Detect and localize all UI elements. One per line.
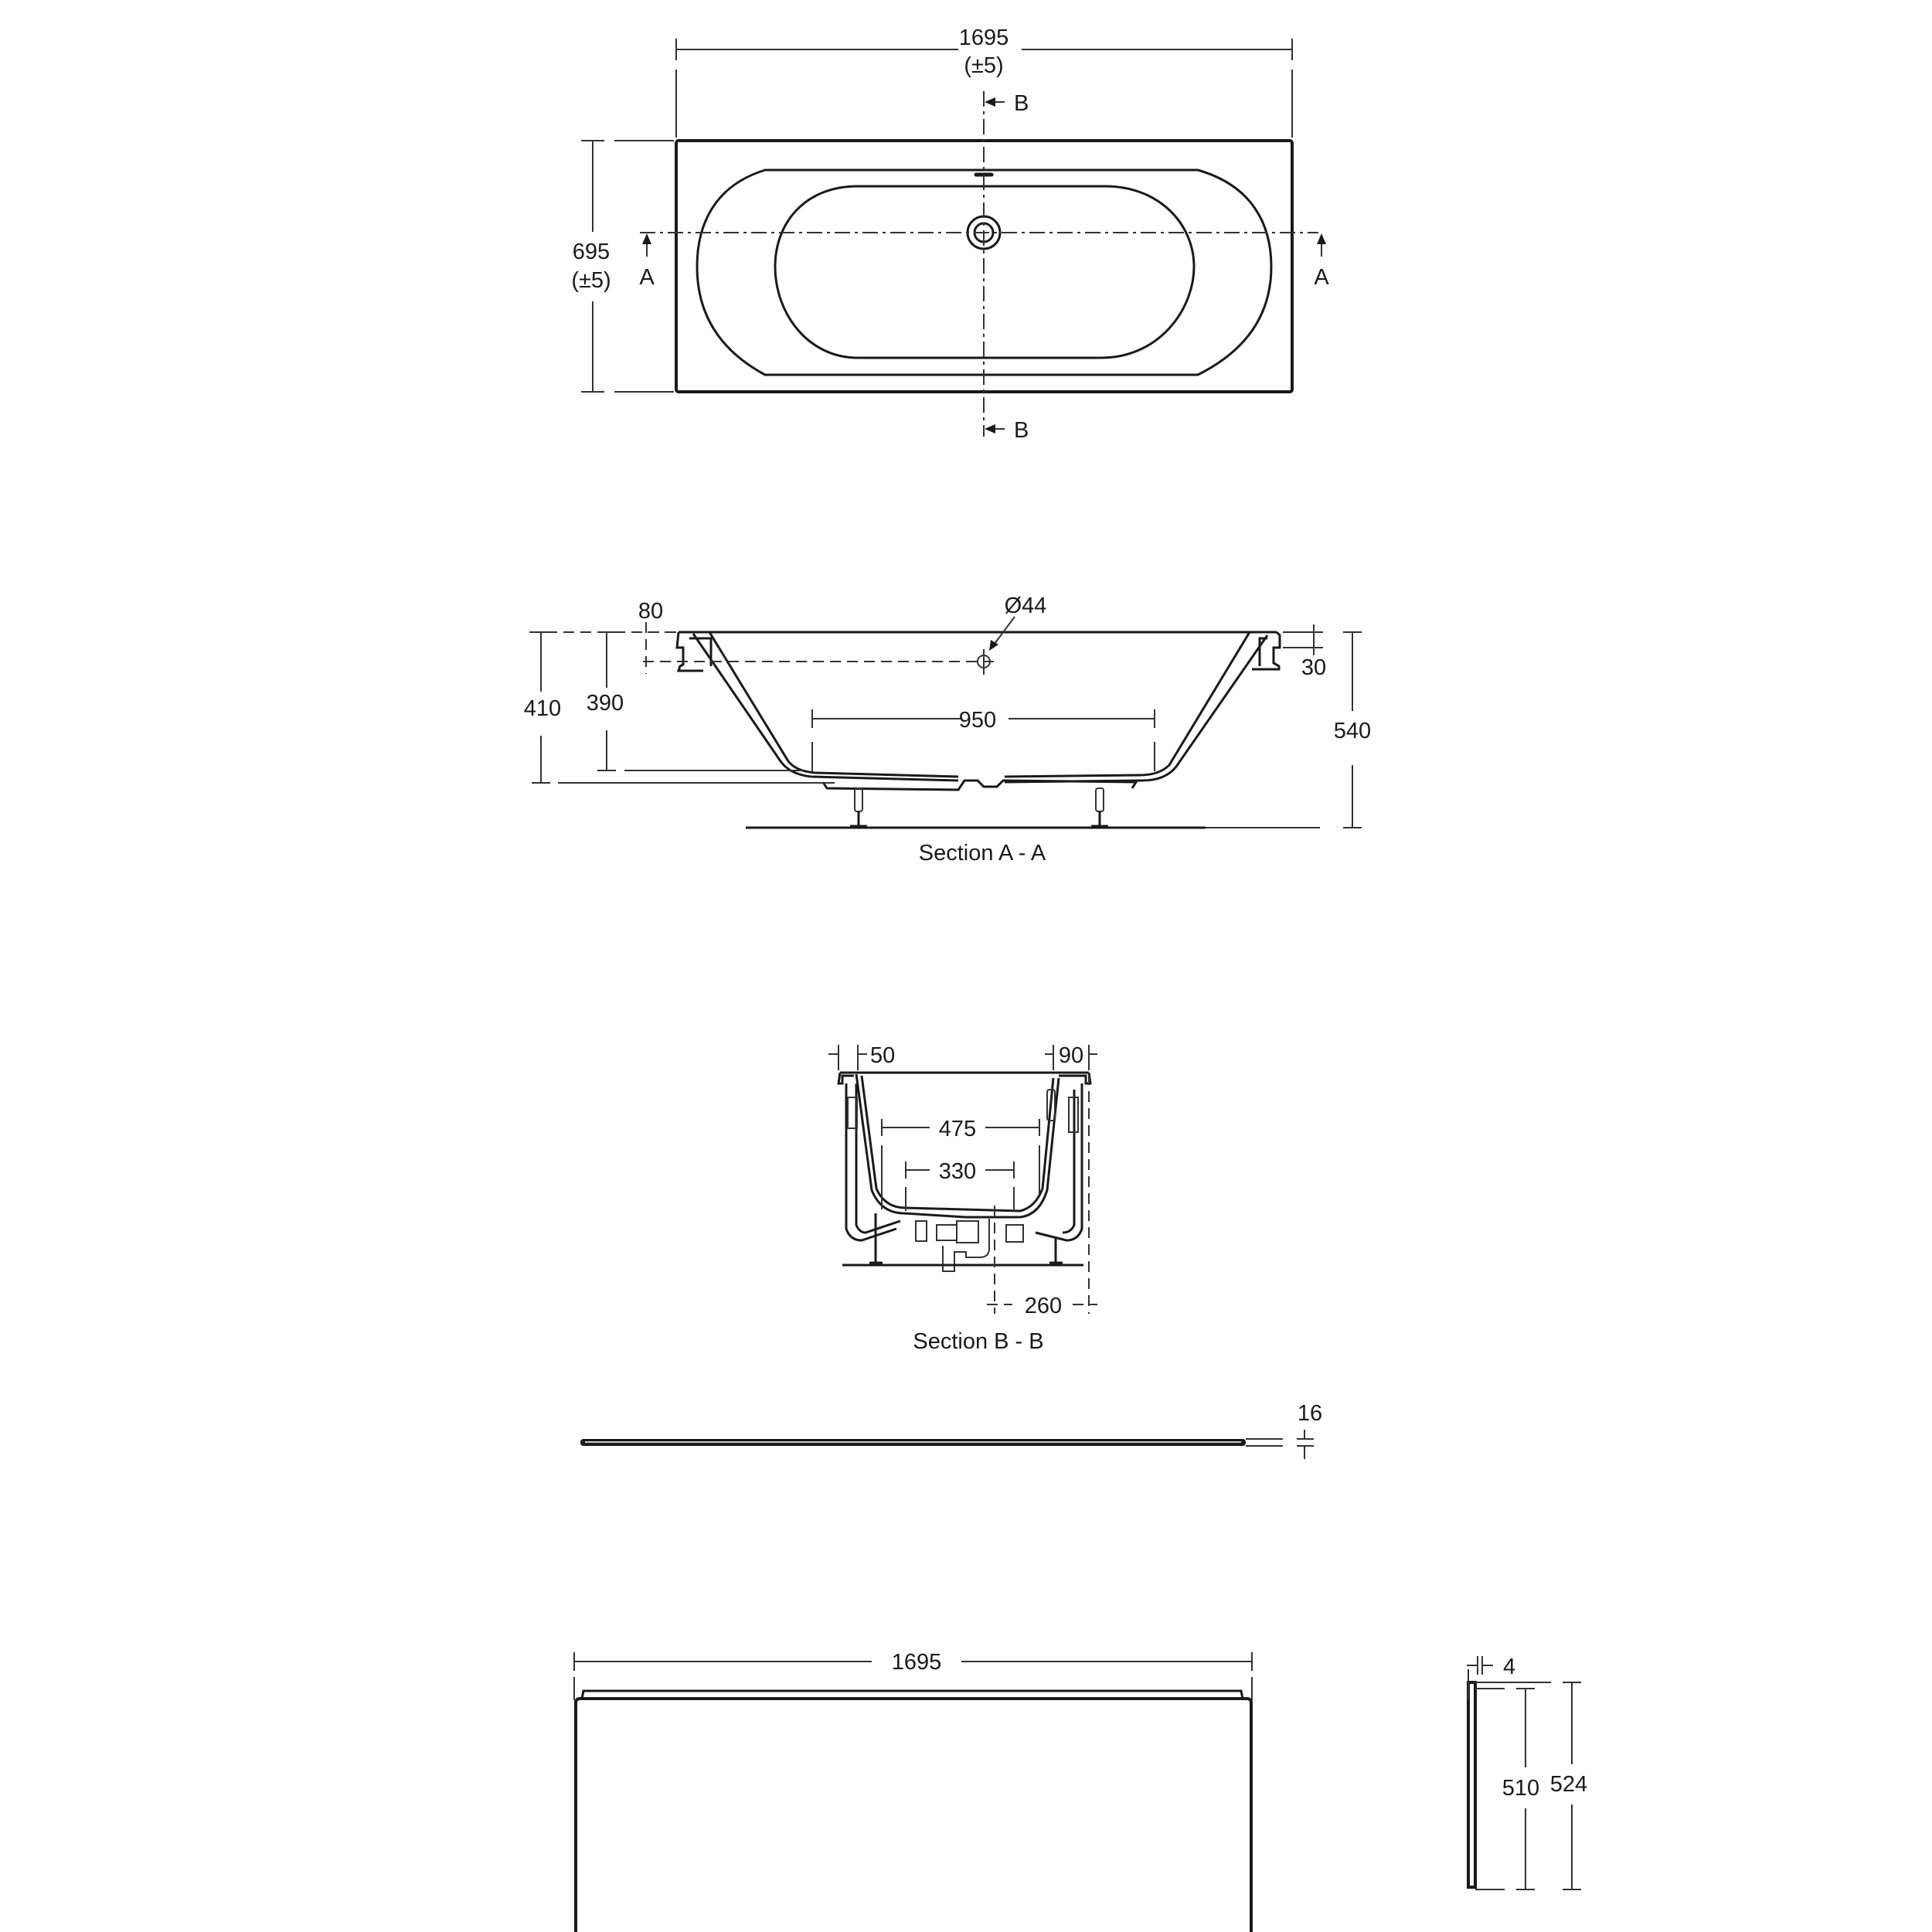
front-panel-length-label: 1695	[892, 1650, 942, 1675]
side-panel	[1467, 1681, 1477, 1889]
top-width-b-label: 475	[939, 1117, 976, 1141]
side-panel-view: 4 510 524	[1467, 1655, 1587, 1890]
side-panel-thickness-label: 4	[1503, 1655, 1515, 1679]
right-rim-label: 90	[1059, 1043, 1083, 1068]
section-a-a: 80 Ø44 410 390 950 30	[524, 594, 1371, 866]
bracket-right	[1068, 1097, 1079, 1133]
panel-thickness-label: 16	[1298, 1401, 1322, 1426]
total-height-label: 540	[1334, 719, 1371, 743]
section-b-caption: Section B - B	[913, 1329, 1043, 1354]
base-width-b-label: 330	[939, 1159, 976, 1184]
section-a-arrow-left	[642, 233, 651, 244]
front-panel	[574, 1697, 1253, 1932]
overflow-leader-arrow	[989, 640, 998, 651]
height-outer-label: 410	[524, 696, 561, 721]
height-inner-label: 390	[587, 691, 624, 716]
side-panel-inner-height-label: 510	[1502, 1776, 1539, 1801]
top-depth-tolerance: (±5)	[571, 268, 611, 293]
base-length-label: 950	[959, 708, 996, 733]
waste-offset-label: 260	[1025, 1294, 1062, 1318]
left-rim-label: 50	[870, 1043, 895, 1068]
overflow-offset-label: 80	[638, 599, 663, 624]
front-panel-view: 1695	[573, 1650, 1253, 1932]
leg-left	[854, 787, 863, 812]
rim-thickness-label: 30	[1301, 655, 1326, 680]
bath-rim-oval	[696, 168, 1273, 376]
section-a-marker-left: A	[639, 265, 655, 290]
panel-plan-view: 16	[580, 1401, 1322, 1459]
section-b-arrow-top	[985, 97, 995, 107]
bracket-left	[847, 1097, 858, 1129]
top-view: 1695 (±5) 695 (±5) A A B	[571, 26, 1329, 443]
top-width-label: 1695	[959, 26, 1009, 50]
overflow-diameter-label: Ø44	[1005, 594, 1047, 618]
section-b-arrow-bottom	[985, 424, 995, 434]
leg-right	[1095, 787, 1104, 812]
section-a-marker-right: A	[1314, 265, 1329, 290]
section-a-caption: Section A - A	[919, 841, 1046, 866]
side-panel-outer-height-label: 524	[1550, 1772, 1587, 1797]
section-b-marker-bottom: B	[1014, 418, 1029, 443]
top-width-tolerance: (±5)	[964, 53, 1003, 78]
section-b-marker-top: B	[1014, 91, 1029, 116]
section-a-arrow-right	[1317, 233, 1326, 244]
top-depth-label: 695	[573, 240, 610, 264]
section-b-b: 50 90 475 330 260 Section B - B	[828, 1043, 1097, 1354]
bath-basin-oval	[774, 185, 1196, 359]
